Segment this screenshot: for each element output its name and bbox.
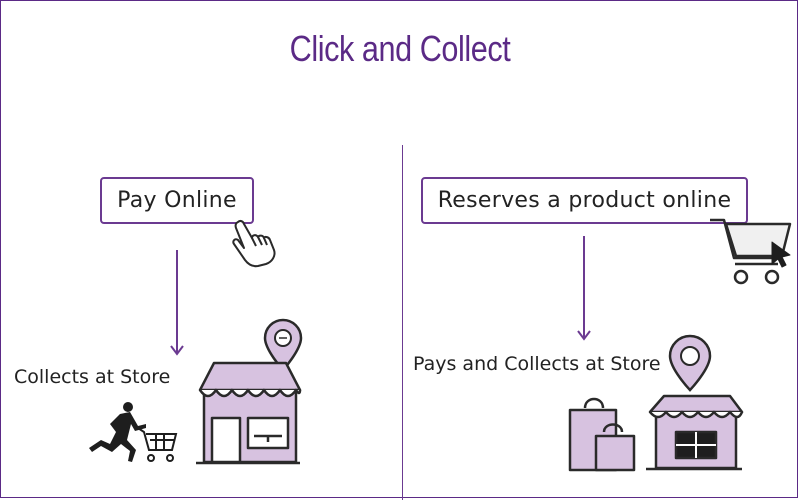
cart-cursor-icon [710,218,792,285]
arrow-left [170,250,184,356]
hand-pointer-icon [232,219,276,268]
shopping-cart-icon [137,427,178,462]
location-pin-icon [668,334,712,392]
location-pin-icon [263,318,303,372]
column-divider [402,145,403,500]
collects-at-store-label: Collects at Store [14,366,171,388]
diagram-title: Click and Collect [289,28,511,69]
storefront-icon [196,361,302,465]
arrow-right [577,236,591,341]
reserve-online-box: Reserves a product online [421,177,748,224]
storefront-icon [646,394,744,471]
pays-collects-label: Pays and Collects at Store [413,353,661,375]
running-person-icon [89,402,146,462]
pay-online-box: Pay Online [100,177,254,224]
shopping-bags-icon [568,397,636,472]
